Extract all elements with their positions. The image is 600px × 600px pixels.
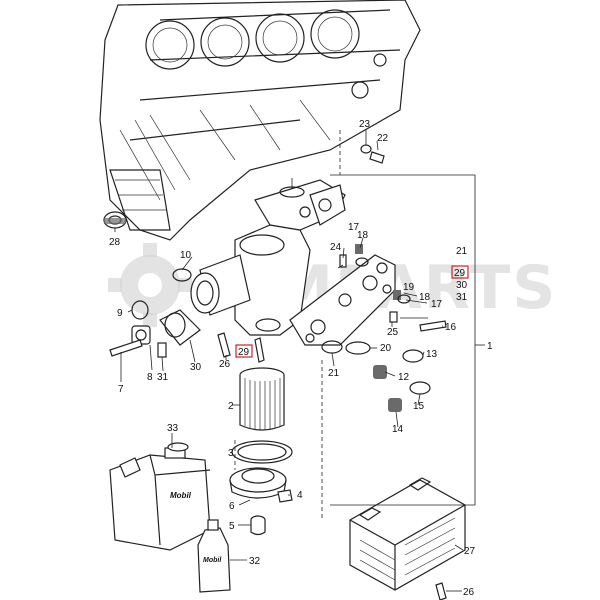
callout-12: 12 bbox=[398, 372, 410, 383]
callout-18-top: 18 bbox=[357, 230, 369, 241]
oil-cooler bbox=[349, 477, 466, 600]
canister-brand-text: Mobil bbox=[170, 491, 192, 500]
callout-1: 1 bbox=[487, 341, 493, 352]
part-10-oring bbox=[172, 268, 192, 282]
callout-33: 33 bbox=[167, 423, 179, 434]
callout-2: 2 bbox=[228, 401, 234, 412]
engine-block bbox=[99, 0, 421, 241]
callout-16: 16 bbox=[445, 322, 457, 333]
part-28-seal bbox=[103, 211, 127, 229]
callout-labels: 1 2 3 4 5 6 7 8 9 10 12 13 14 15 16 17 1… bbox=[109, 119, 493, 598]
callout-30-left: 30 bbox=[190, 362, 202, 373]
callout-31-left: 31 bbox=[157, 372, 169, 383]
callout-24: 24 bbox=[330, 242, 342, 253]
oil-canister: Mobil bbox=[109, 442, 211, 551]
callout-17-right: 17 bbox=[431, 299, 443, 310]
callout-21-bottom: 21 bbox=[328, 368, 340, 379]
oil-filter-element bbox=[231, 367, 293, 464]
callout-27: 27 bbox=[464, 546, 476, 557]
callout-29-left: 29 bbox=[238, 347, 250, 358]
callout-26-bottom: 26 bbox=[463, 587, 475, 598]
callout-15: 15 bbox=[413, 401, 425, 412]
callout-9: 9 bbox=[117, 308, 123, 319]
callout-13: 13 bbox=[426, 349, 438, 360]
callout-7: 7 bbox=[118, 384, 124, 395]
callout-30-right: 30 bbox=[456, 280, 468, 291]
highlight-box-29-right bbox=[451, 265, 469, 279]
gear-icon bbox=[108, 243, 192, 327]
callout-28: 28 bbox=[109, 237, 121, 248]
assembly-bracket bbox=[234, 130, 485, 520]
callout-18-right: 18 bbox=[419, 292, 431, 303]
callout-25: 25 bbox=[387, 327, 399, 338]
oil-filter-housing bbox=[190, 179, 346, 336]
callout-26-left: 26 bbox=[219, 359, 231, 370]
callout-10: 10 bbox=[180, 250, 192, 261]
highlight-box-29-left bbox=[235, 344, 253, 358]
callout-23: 23 bbox=[359, 119, 371, 130]
callout-20: 20 bbox=[380, 343, 392, 354]
callout-4: 4 bbox=[297, 490, 303, 501]
callout-17-top: 17 bbox=[348, 222, 360, 233]
oil-bottle: Mobil bbox=[197, 519, 231, 593]
callout-22: 22 bbox=[377, 133, 389, 144]
callout-31-right: 31 bbox=[456, 292, 468, 303]
callout-6: 6 bbox=[229, 501, 235, 512]
callout-32: 32 bbox=[249, 556, 261, 567]
callout-21-right: 21 bbox=[456, 246, 468, 257]
callout-29-right: 29 bbox=[454, 268, 466, 279]
leader-lines bbox=[114, 130, 464, 592]
callout-19: 19 bbox=[403, 282, 415, 293]
callout-5: 5 bbox=[229, 521, 235, 532]
small-parts bbox=[109, 144, 447, 412]
filter-cap bbox=[229, 467, 293, 536]
bottle-brand-text: Mobil bbox=[203, 557, 222, 564]
callout-14: 14 bbox=[392, 424, 404, 435]
callout-3: 3 bbox=[228, 448, 234, 459]
callout-8: 8 bbox=[147, 372, 153, 383]
